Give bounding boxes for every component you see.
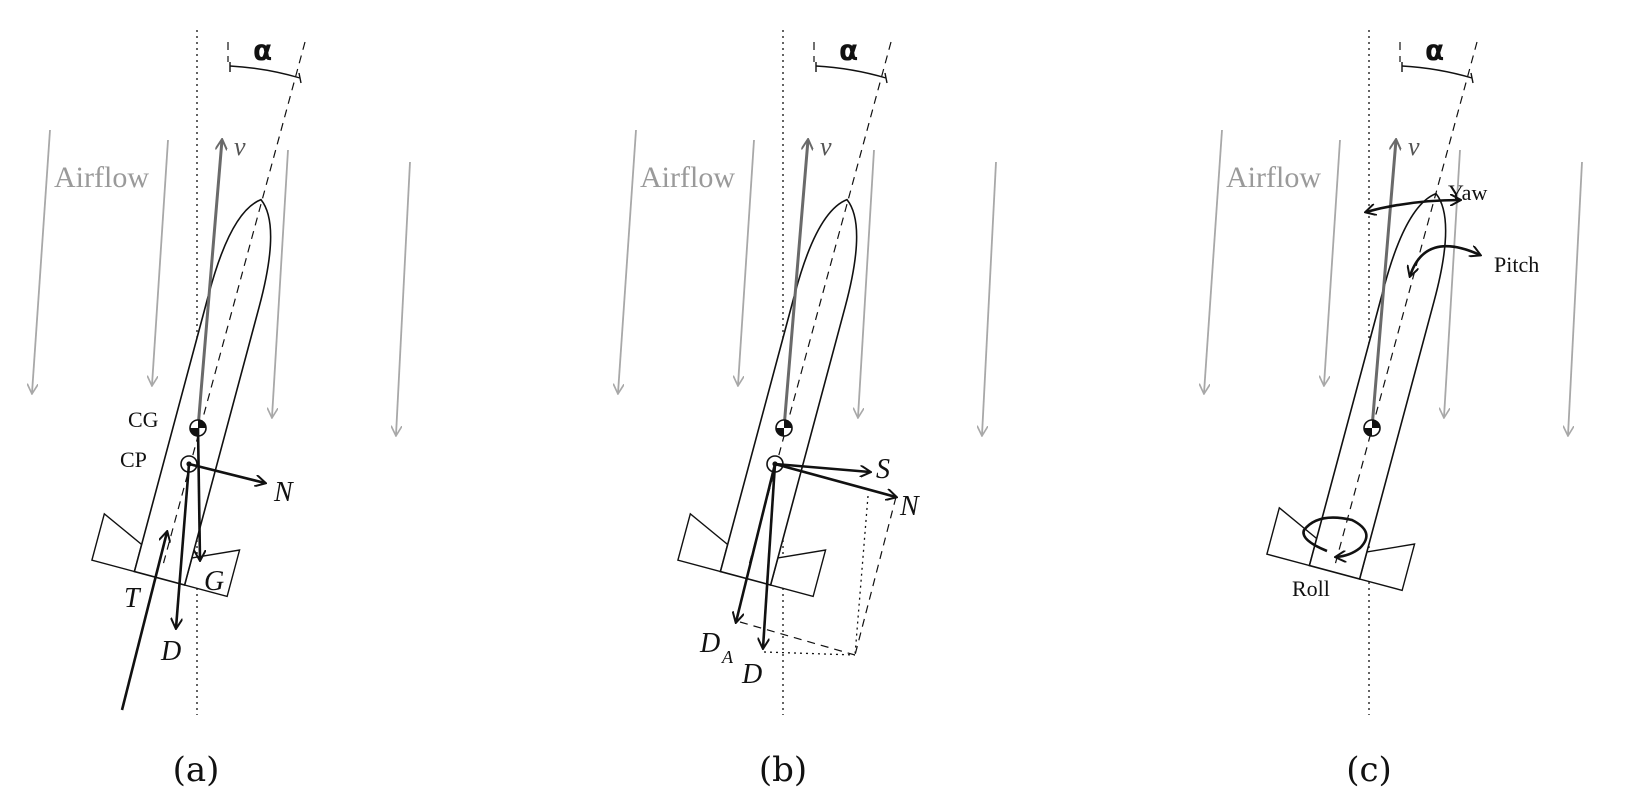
yaw-label: Yaw xyxy=(1448,180,1487,205)
velocity-vector xyxy=(1370,140,1396,429)
airflow-arrow xyxy=(1568,161,1583,435)
cg-label: CG xyxy=(128,407,159,432)
airflow-arrow xyxy=(32,129,51,393)
drag-force-label: D xyxy=(160,636,181,667)
side-force-vector xyxy=(774,462,870,472)
rocket-body xyxy=(677,180,916,598)
airflow-arrow xyxy=(738,139,755,385)
panel-b: Airflow α v S N D A D (b) xyxy=(618,30,997,790)
panel-caption: (c) xyxy=(1346,750,1392,790)
thrust-force-vector xyxy=(120,532,167,711)
gravity-force-vector xyxy=(198,427,200,560)
normal-force-label: N xyxy=(899,491,920,522)
airflow-arrow xyxy=(982,161,997,435)
pitch-label: Pitch xyxy=(1494,252,1539,277)
alpha-label: α xyxy=(253,34,272,67)
construction-line xyxy=(739,621,856,656)
panel-caption: (a) xyxy=(173,750,220,790)
airflow-arrow xyxy=(1204,129,1223,393)
axial-drag-subscript: A xyxy=(721,647,734,667)
airflow-arrow xyxy=(396,161,411,435)
construction-line xyxy=(854,495,869,656)
construction-line xyxy=(763,651,856,656)
center-of-gravity-symbol xyxy=(775,419,793,437)
construction-line xyxy=(854,496,897,656)
roll-arrow xyxy=(1302,516,1368,557)
airflow-label: Airflow xyxy=(54,161,149,194)
normal-force-vector xyxy=(774,462,896,497)
rocket-axis-line xyxy=(1334,41,1478,566)
drag-force-vector xyxy=(763,463,777,648)
thrust-force-label: T xyxy=(124,583,142,614)
normal-force-vector xyxy=(188,462,265,483)
drag-force-vector xyxy=(176,463,191,628)
airflow-arrow xyxy=(152,139,169,385)
axial-drag-vector xyxy=(736,463,777,622)
panel-a: Airflow α v CG CP N G D T (a) xyxy=(32,30,411,790)
airflow-label: Airflow xyxy=(1226,161,1321,194)
gravity-force-label: G xyxy=(204,566,224,597)
rocket-body xyxy=(91,180,330,598)
airflow-arrow xyxy=(618,129,637,393)
airflow-arrow xyxy=(1324,139,1341,385)
drag-force-label: D xyxy=(741,659,762,690)
rocket-body xyxy=(1266,174,1505,592)
alpha-arc xyxy=(1401,65,1473,79)
velocity-label: v xyxy=(234,132,246,161)
velocity-vector xyxy=(196,140,222,429)
airflow-arrow xyxy=(858,149,875,417)
panel-c: Airflow α v Yaw Pitch Roll (c) xyxy=(1204,30,1583,790)
airflow-label: Airflow xyxy=(640,161,735,194)
cp-label: CP xyxy=(120,447,147,472)
airflow-arrow xyxy=(272,149,289,417)
velocity-label: v xyxy=(820,132,832,161)
yaw-arrow xyxy=(1366,200,1460,212)
alpha-arc xyxy=(815,65,887,79)
alpha-arc xyxy=(229,65,301,79)
roll-label: Roll xyxy=(1292,576,1330,601)
velocity-label: v xyxy=(1408,132,1420,161)
alpha-label: α xyxy=(1425,34,1444,67)
side-force-label: S xyxy=(876,454,890,485)
panel-caption: (b) xyxy=(759,750,807,790)
pitch-arrow xyxy=(1410,245,1480,276)
velocity-vector xyxy=(782,140,808,429)
axial-drag-label: D xyxy=(699,628,720,659)
alpha-label: α xyxy=(839,34,858,67)
center-of-gravity-symbol xyxy=(1363,419,1381,437)
normal-force-label: N xyxy=(273,477,294,508)
